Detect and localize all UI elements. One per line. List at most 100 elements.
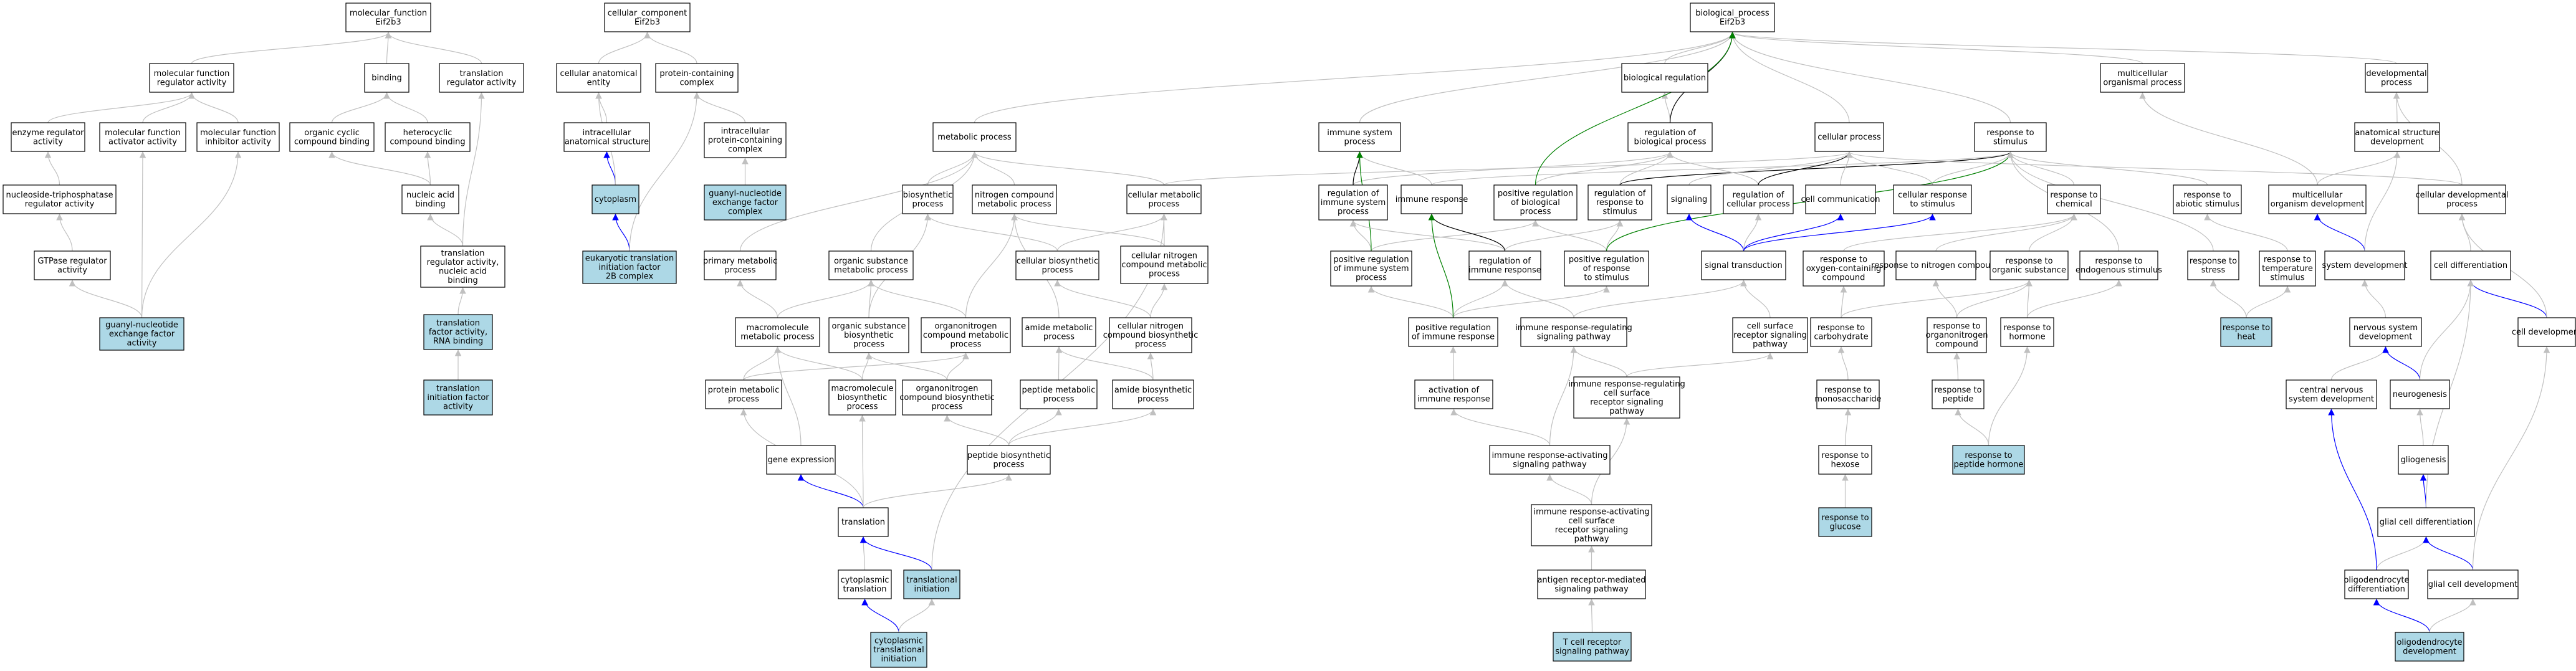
node-signaling[interactable]: signaling [1667,184,1712,214]
node-translation[interactable]: translation [838,507,889,537]
node-gliogen[interactable]: gliogenesis [2398,445,2449,475]
node-glial_diff[interactable]: glial cell differentiation [2377,507,2475,537]
node-cytoplasm[interactable]: cytoplasm [591,184,639,214]
node-cell_comm[interactable]: cell communication [1801,184,1880,214]
node-gene_expr[interactable]: gene expression [766,445,836,475]
node-cell_devel[interactable]: cell development [2512,317,2576,347]
node-imm_resp[interactable]: immune response [1396,184,1468,214]
node-cell_diff[interactable]: cell differentiation [2430,250,2511,280]
node-neurogen[interactable]: neurogenesis [2390,379,2450,409]
node-glial_dev[interactable]: glial cell development [2427,569,2519,599]
node-sig_trans[interactable]: signal transduction [1701,250,1786,280]
node-metab[interactable]: metabolic process [932,122,1017,152]
node-resp_nitro[interactable]: response to nitrogen compound [1871,250,2001,280]
node-bio_reg[interactable]: biological regulation [1621,63,1708,93]
